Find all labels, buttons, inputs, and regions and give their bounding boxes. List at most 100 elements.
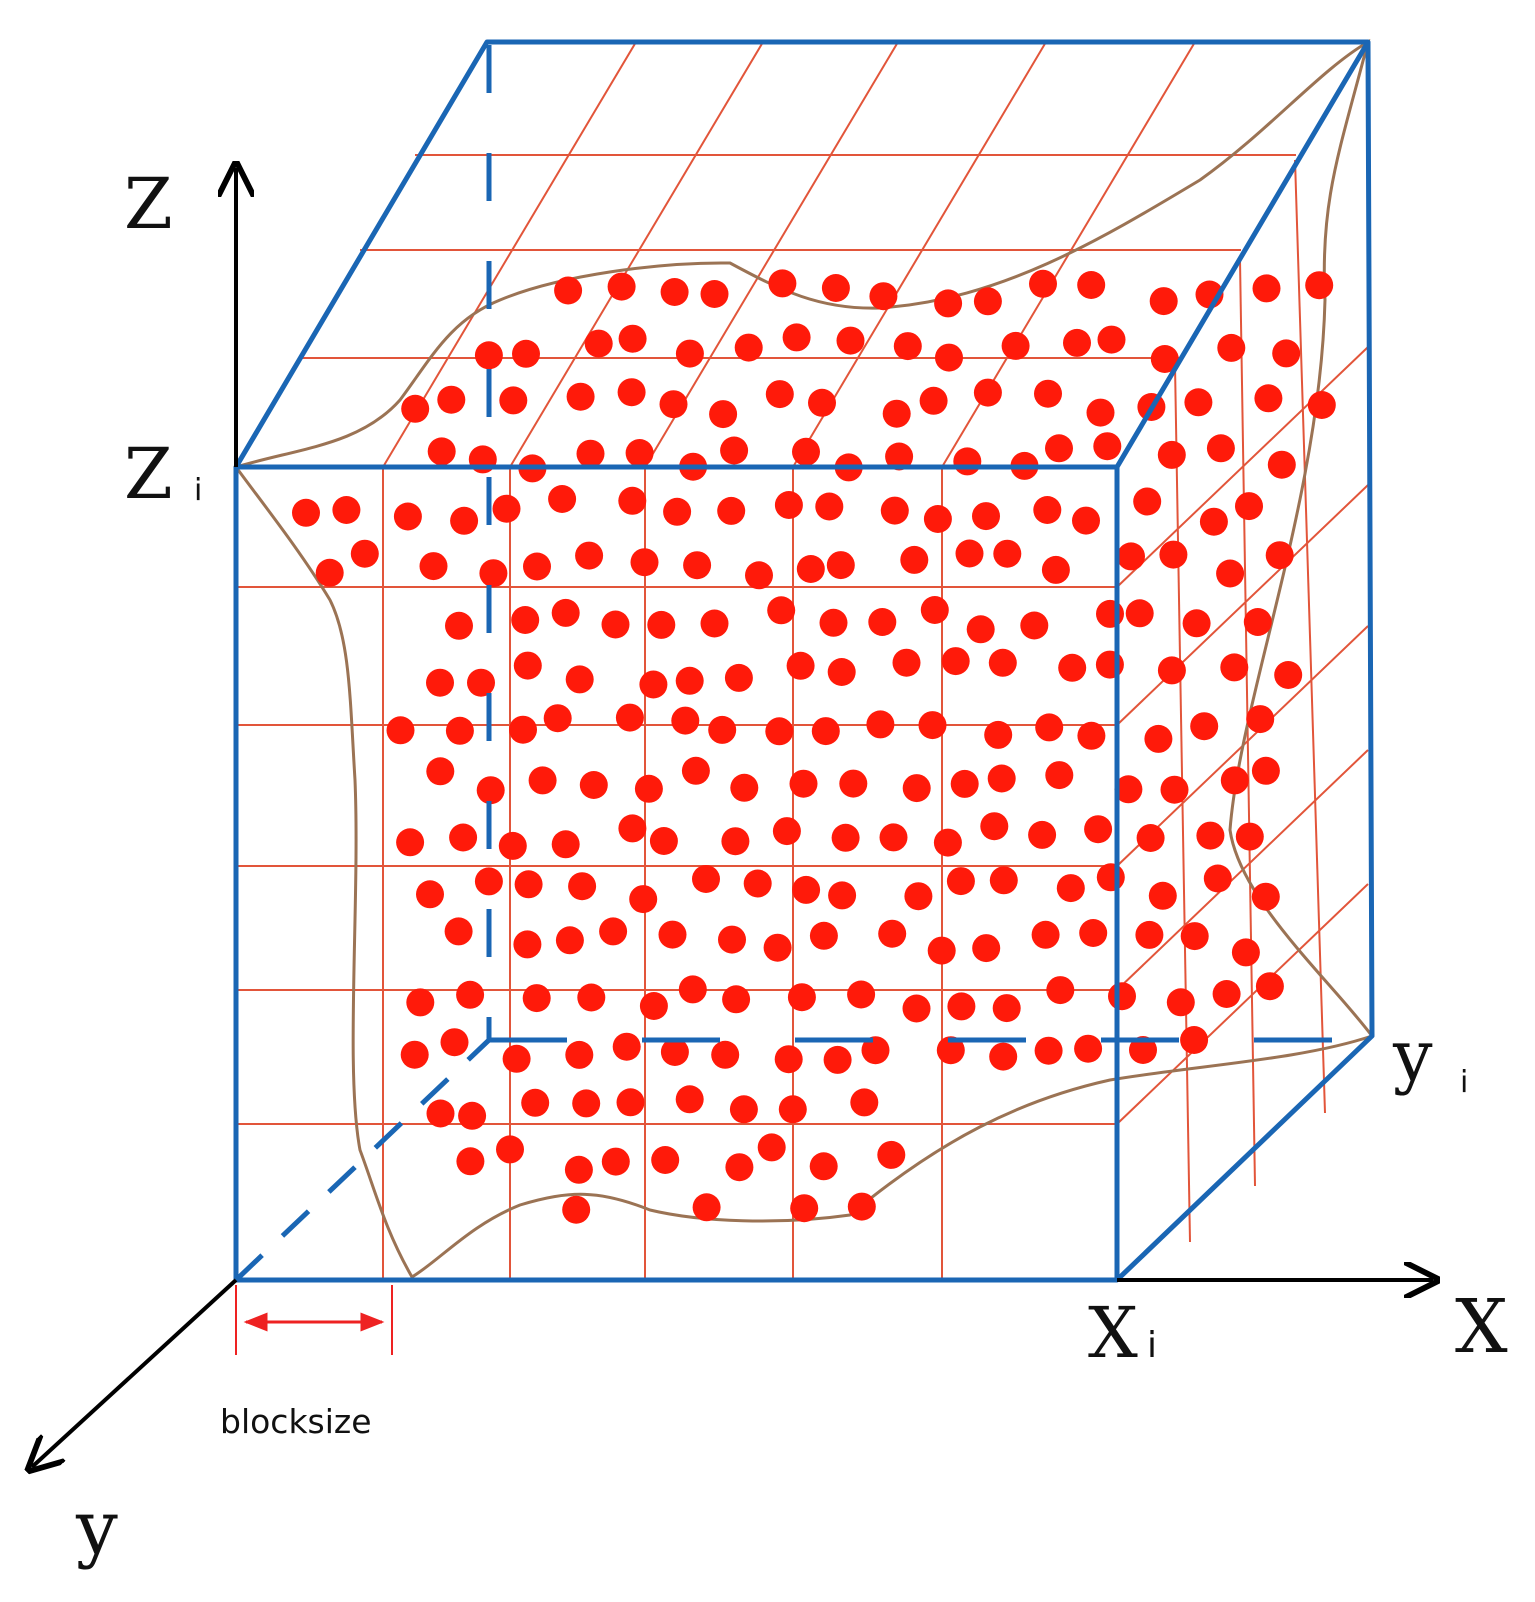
particle xyxy=(1097,325,1126,354)
particle xyxy=(579,771,608,799)
particle xyxy=(1220,766,1249,795)
particle xyxy=(1079,919,1108,947)
particle xyxy=(683,551,712,580)
particle xyxy=(350,539,379,568)
particle xyxy=(566,382,595,411)
particle xyxy=(675,666,704,695)
particle xyxy=(880,496,909,525)
particle xyxy=(768,269,797,298)
cube-top-face xyxy=(233,39,1371,469)
particle xyxy=(659,390,688,419)
particle xyxy=(1157,440,1186,469)
particle xyxy=(786,651,815,680)
particle xyxy=(440,1028,469,1057)
particle xyxy=(790,1194,819,1223)
y-index-subscript: i xyxy=(1460,1065,1468,1100)
grid-line-top-receding xyxy=(382,41,637,468)
grid-line-right-vertical xyxy=(1174,364,1191,1243)
particle xyxy=(823,1045,852,1074)
particle xyxy=(918,711,947,740)
particle xyxy=(629,885,658,914)
particle xyxy=(576,439,605,468)
particle xyxy=(1199,507,1228,536)
particle xyxy=(1093,432,1122,461)
particle xyxy=(496,1135,524,1164)
particle xyxy=(1108,982,1136,1011)
particle xyxy=(671,706,700,735)
particle xyxy=(1159,540,1188,569)
particle xyxy=(885,442,914,471)
particle xyxy=(618,814,647,843)
particle xyxy=(861,1036,890,1065)
particle xyxy=(1072,506,1100,535)
particle xyxy=(634,774,663,803)
particle xyxy=(528,766,557,795)
particle xyxy=(522,984,551,1013)
particle xyxy=(878,919,907,948)
particle xyxy=(902,774,931,803)
particle xyxy=(1184,388,1213,417)
particle xyxy=(1255,972,1284,1001)
particle xyxy=(458,1101,487,1130)
particle xyxy=(406,988,435,1017)
particle xyxy=(513,930,542,959)
particle xyxy=(827,658,856,686)
particle xyxy=(618,486,647,515)
particle xyxy=(1217,333,1246,362)
particle xyxy=(879,823,908,852)
particle xyxy=(815,492,844,521)
y-axis-label: y xyxy=(75,1485,118,1571)
particle xyxy=(445,611,473,640)
particle xyxy=(1251,882,1280,911)
particle xyxy=(1190,712,1219,741)
particle xyxy=(577,983,606,1012)
particle xyxy=(681,756,710,785)
particle xyxy=(449,823,478,852)
particle xyxy=(1028,820,1057,849)
particle xyxy=(734,333,763,362)
particle xyxy=(332,496,361,524)
particle xyxy=(639,670,668,699)
particle xyxy=(782,323,811,352)
grid-line-top-receding xyxy=(644,41,899,468)
particle xyxy=(787,983,816,1012)
particle xyxy=(973,378,1002,407)
particle xyxy=(523,552,551,581)
particle xyxy=(789,769,818,798)
particle xyxy=(1180,922,1209,951)
particle xyxy=(717,496,746,525)
particle xyxy=(743,869,772,898)
particle xyxy=(675,1085,704,1114)
particle xyxy=(474,341,503,370)
particle xyxy=(1144,724,1173,753)
particle xyxy=(456,1147,485,1176)
particle xyxy=(450,506,479,535)
particle xyxy=(772,817,801,846)
particle xyxy=(973,287,1002,316)
particle xyxy=(551,830,580,859)
particle xyxy=(565,1040,594,1069)
particle xyxy=(1182,609,1211,638)
particle xyxy=(511,606,540,634)
particle xyxy=(675,339,704,368)
particle xyxy=(720,436,749,465)
particle xyxy=(936,1036,965,1065)
particle xyxy=(616,1088,645,1117)
particle xyxy=(724,663,753,692)
particle xyxy=(1125,599,1154,628)
particle xyxy=(821,274,850,302)
particle xyxy=(904,882,933,911)
particle xyxy=(826,551,855,580)
particle xyxy=(989,866,1018,895)
particle xyxy=(554,276,583,305)
particle xyxy=(869,282,898,311)
y-axis-arrow xyxy=(32,1278,238,1467)
grid-line-right-receding xyxy=(1116,883,1369,1125)
particle xyxy=(1077,271,1106,299)
particle xyxy=(445,716,474,745)
particle xyxy=(953,447,982,476)
particle xyxy=(1077,721,1106,750)
particle xyxy=(1033,496,1062,524)
particle xyxy=(1160,775,1189,804)
particle xyxy=(711,1040,740,1069)
